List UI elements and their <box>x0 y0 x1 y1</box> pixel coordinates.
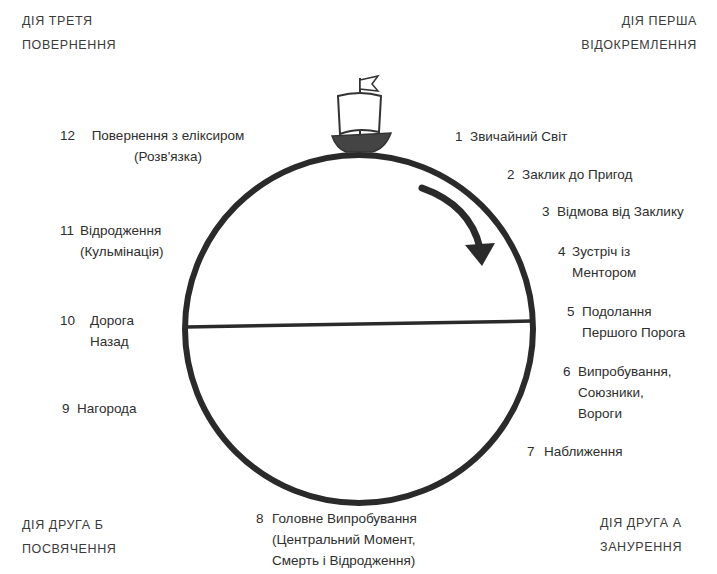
callout-number: 8 <box>256 508 264 529</box>
stage-label: Дорога Назад <box>90 310 150 352</box>
callout-number: 11 <box>60 220 74 241</box>
callout-number: 12 <box>60 125 75 146</box>
ship-sail <box>338 93 381 134</box>
direction-arrow <box>422 188 480 248</box>
stage-label: Звичайний Світ <box>470 126 567 147</box>
stage-label: Відмова від Заклику <box>557 201 684 222</box>
stage-label: Зустріч із Ментором <box>572 241 664 283</box>
act-label: ДІЯ ТРЕТЯ <box>22 12 93 30</box>
stage-label: Заклик до Пригод <box>522 164 632 185</box>
act-label: ДІЯ ДРУГА А <box>600 514 682 532</box>
callout-number: 4 <box>558 241 566 262</box>
stage-label: Подолання Першого Порога <box>582 301 696 343</box>
act-label: ПОВЕРНЕННЯ <box>22 36 116 54</box>
act-label: ПОСВЯЧЕННЯ <box>22 540 116 558</box>
act-label: ДІЯ ДРУГА Б <box>22 516 103 534</box>
divider-line <box>186 321 532 327</box>
ship-flag <box>360 76 378 91</box>
journey-circle <box>185 155 533 503</box>
stage-label: Випробування, Союзники, Вороги <box>578 361 688 424</box>
callout-number: 2 <box>507 164 515 185</box>
callout-number: 7 <box>527 441 535 462</box>
ship-hull <box>332 133 391 152</box>
stage-label: Відродження (Кульмінація) <box>80 220 184 262</box>
callout-number: 6 <box>563 361 571 382</box>
stage-label: Повернення з еліксиром (Розв'язка) <box>84 125 252 167</box>
stage-label: Головне Випробування (Центральний Момент… <box>272 508 440 571</box>
act-label: ВІДОКРЕМЛЕННЯ <box>581 36 697 54</box>
callout-number: 5 <box>567 301 575 322</box>
stage-label: Наближення <box>544 441 623 462</box>
callout-number: 10 <box>60 310 75 331</box>
callout-number: 1 <box>455 126 463 147</box>
callout-number: 3 <box>542 201 550 222</box>
act-label: ДІЯ ПЕРША <box>622 12 697 30</box>
callout-number: 9 <box>62 398 70 419</box>
stage-label: Нагорода <box>77 398 137 419</box>
arrow-head <box>465 243 495 266</box>
act-label: ЗАНУРЕННЯ <box>600 538 682 556</box>
